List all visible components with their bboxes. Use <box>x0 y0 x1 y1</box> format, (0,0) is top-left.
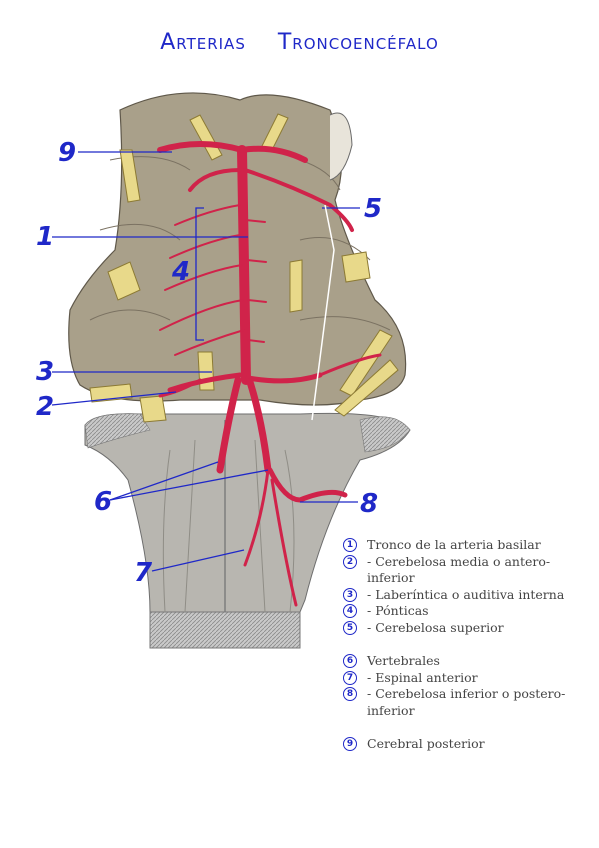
pointer-7 <box>151 549 245 572</box>
legend-item: 9 Cerebral posterior <box>341 736 586 753</box>
legend-badge: 3 <box>343 587 357 602</box>
label-7: 7 <box>134 558 153 588</box>
superior-cerebellar-left <box>188 168 242 192</box>
labyrinthine-left <box>158 378 202 398</box>
nerve-left-upper <box>119 149 141 203</box>
legend-badge: 7 <box>343 670 357 685</box>
label-3: 3 <box>36 357 55 387</box>
label-4: 4 <box>172 257 191 287</box>
pointer-6b <box>109 469 269 501</box>
anterior-spinal-right <box>270 478 298 607</box>
nerve-right-bundle-2 <box>334 359 399 417</box>
legend-badge: 1 <box>343 538 357 552</box>
label-2: 2 <box>36 392 55 422</box>
ampca-left <box>167 372 243 393</box>
legend-item: 6 Vertebrales <box>341 653 586 670</box>
vertebral-right <box>246 378 272 474</box>
right-lobe-outline <box>329 112 353 181</box>
legend-badge: 4 <box>343 604 357 618</box>
nerve-left-lower-2 <box>139 395 167 423</box>
title-word-arterias: Arterias <box>160 30 246 55</box>
legend-item: 8 - Cerebelosa inferior o postero-inferio… <box>341 686 586 719</box>
pontine-branch-4 <box>159 299 244 331</box>
page-title: Arterias Troncoencéfalo <box>0 30 599 55</box>
medulla-oblongata <box>84 412 411 613</box>
title-word-troncoencefalo: Troncoencéfalo <box>277 30 439 55</box>
legend-badge: 2 <box>343 554 357 569</box>
legend-text: Tronco de la arteria basilar <box>367 537 541 552</box>
ampca-right <box>245 372 323 384</box>
label-1: 1 <box>36 222 55 252</box>
legend-text: - Cerebelosa media o antero-inferior <box>367 553 551 586</box>
pointer-6a <box>109 461 219 501</box>
pontine-branch-2 <box>169 234 241 259</box>
basilar-trunk <box>237 145 251 385</box>
legend: 1 Tronco de la arteria basilar 2 - Cerebel… <box>341 537 586 753</box>
legend-item: 1 Tronco de la arteria basilar <box>341 537 586 554</box>
pointer-2 <box>51 391 177 406</box>
medulla-hatched-right <box>359 416 411 453</box>
nerve-left-mid <box>107 261 141 301</box>
legend-item: 3 - Laberíntica o auditiva interna <box>341 587 586 604</box>
pontine-branch-r3 <box>247 299 267 303</box>
pontine-branch-5 <box>174 329 245 356</box>
superior-cerebellar-right <box>243 168 354 232</box>
legend-badge: 6 <box>343 654 357 668</box>
legend-text: Cerebral posterior <box>367 736 485 751</box>
labyrinthine-right <box>318 353 382 377</box>
legend-text: - Laberíntica o auditiva interna <box>367 586 565 602</box>
anterior-spinal <box>243 468 270 567</box>
label-6: 6 <box>94 487 113 517</box>
label-8: 8 <box>360 489 379 519</box>
legend-text: - Cerebelosa superior <box>367 619 504 635</box>
posterior-cerebral-left <box>157 141 245 153</box>
legend-item: 4 - Pónticas <box>341 603 586 620</box>
legend-badge: 8 <box>343 687 357 701</box>
legend-text: Vertebrales <box>367 653 440 668</box>
medulla-hatched-base <box>149 611 301 649</box>
legend-badge: 9 <box>343 737 357 751</box>
pontine-branch-3 <box>164 264 243 291</box>
pica-right <box>267 467 348 503</box>
legend-text: - Pónticas <box>367 603 429 618</box>
nerve-right-mid <box>289 259 303 313</box>
pontine-branch-1 <box>174 204 241 226</box>
label-9: 9 <box>58 138 77 168</box>
pontine-branch-r1 <box>245 219 266 223</box>
legend-item: 5 - Cerebelosa superior <box>341 620 586 637</box>
legend-text: - Espinal anterior <box>367 669 478 685</box>
nerve-right-square <box>341 251 371 283</box>
legend-item: 2 - Cerebelosa media o antero-inferior <box>341 554 586 587</box>
vertebral-left <box>216 376 242 474</box>
legend-item: 7 - Espinal anterior <box>341 670 586 687</box>
medulla-hatched-left <box>84 413 151 449</box>
pons <box>68 92 407 406</box>
posterior-cerebral-right <box>239 145 308 163</box>
pontine-branch-r2 <box>246 259 267 263</box>
label-5: 5 <box>364 194 383 224</box>
right-guide-line <box>311 204 335 421</box>
legend-badge: 5 <box>343 620 357 635</box>
legend-text: - Cerebelosa inferior o postero-inferior <box>367 686 566 718</box>
nerve-right-bundle <box>339 329 393 397</box>
pontine-branch-r4 <box>247 339 265 343</box>
pointer-4-bracket <box>195 207 204 341</box>
nerve-center-left <box>197 351 215 391</box>
